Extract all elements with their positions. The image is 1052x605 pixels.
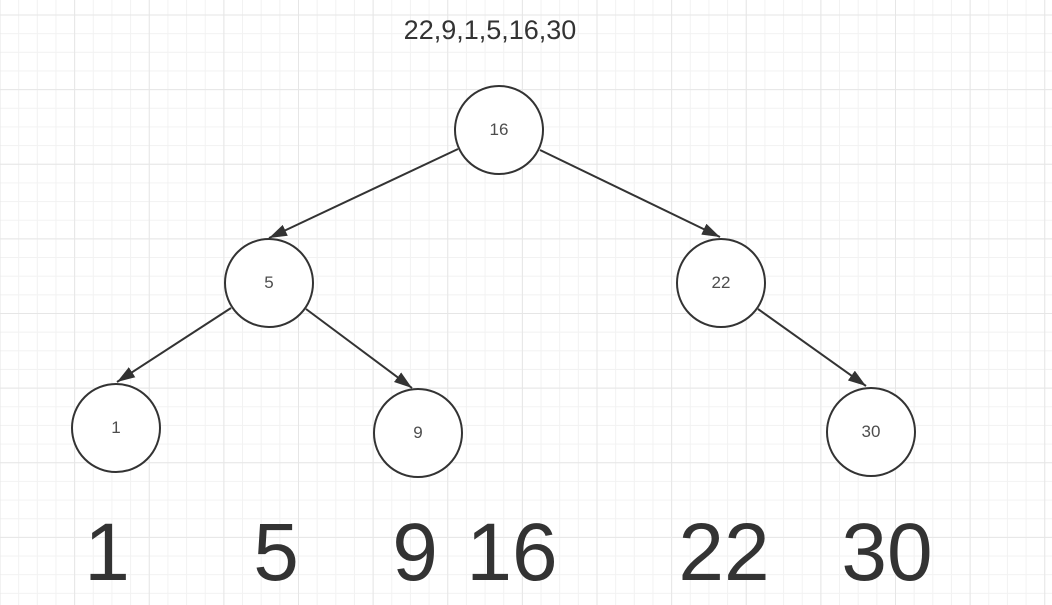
- tree-node-1-label: 1: [111, 418, 121, 437]
- sorted-output-1[interactable]: 1: [84, 507, 130, 598]
- tree-node-5[interactable]: 5: [224, 238, 314, 328]
- sorted-output-5[interactable]: 5: [253, 507, 299, 598]
- tree-node-16-label: 16: [489, 120, 509, 139]
- tree-node-5-label: 5: [264, 273, 274, 292]
- tree-node-30-label: 30: [861, 422, 881, 441]
- tree-node-16[interactable]: 16: [454, 85, 544, 175]
- tree-node-22-label: 22: [711, 273, 731, 292]
- tree-node-9[interactable]: 9: [373, 388, 463, 478]
- tree-node-30[interactable]: 30: [826, 387, 916, 477]
- tree-node-9-label: 9: [413, 423, 423, 442]
- edge-5-to-9[interactable]: [305, 308, 413, 389]
- tree-node-1[interactable]: 1: [71, 383, 161, 473]
- sorted-output-9[interactable]: 9: [392, 507, 438, 598]
- sorted-output-22[interactable]: 22: [678, 507, 770, 598]
- tree-node-22[interactable]: 22: [676, 238, 766, 328]
- sorted-output-30[interactable]: 30: [841, 507, 933, 598]
- edge-16-to-22[interactable]: [539, 149, 721, 238]
- sorted-output-16[interactable]: 16: [466, 507, 558, 598]
- edge-5-to-1[interactable]: [116, 307, 232, 383]
- edge-22-to-30[interactable]: [757, 308, 867, 387]
- input-sequence-text[interactable]: 22,9,1,5,16,30: [403, 15, 577, 45]
- edge-16-to-5[interactable]: [268, 148, 459, 239]
